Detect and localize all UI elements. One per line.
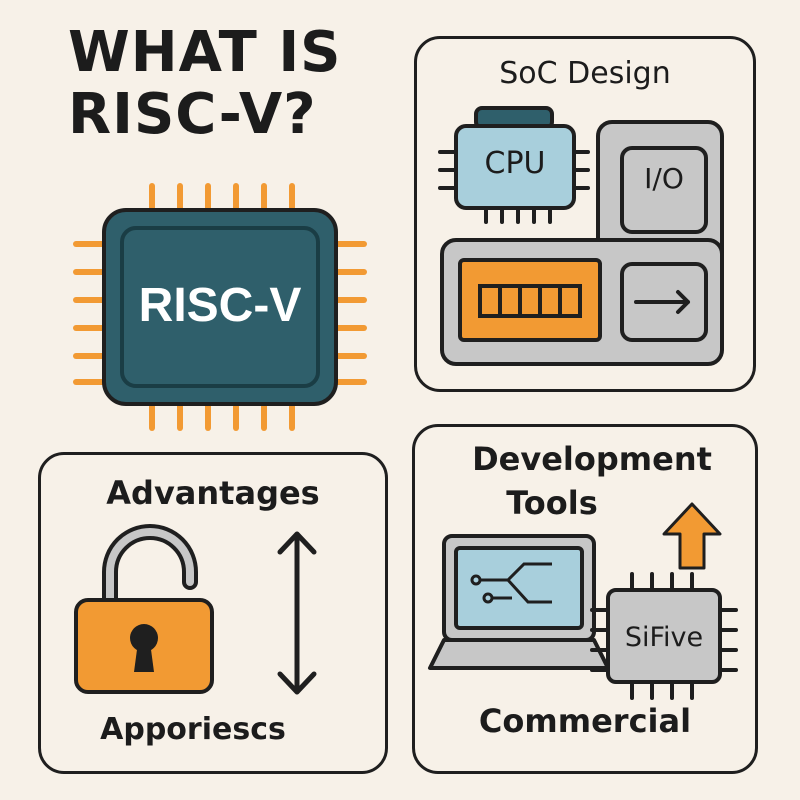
sifive-label: SiFive: [624, 622, 704, 653]
risc-v-chip-icon: [73, 183, 367, 431]
advantages-title: Advantages: [106, 474, 320, 512]
development-tools-title-line2: Tools: [506, 484, 598, 522]
soc-design-title: SoC Design: [499, 56, 671, 91]
vertical-double-arrow-icon: [277, 531, 317, 695]
development-tools-title-line1: Development: [472, 440, 712, 478]
advantages-footer: Apporiescs: [100, 712, 286, 747]
sifive-chip-icon: [590, 572, 738, 700]
io-label: I/O: [644, 162, 684, 195]
up-arrow-icon: [662, 502, 722, 570]
page-title: WHAT IS RISC-V?: [68, 20, 342, 147]
chip-label: RISC-V: [138, 279, 302, 332]
unlocked-padlock-icon: [74, 524, 214, 694]
laptop-icon: [428, 534, 610, 670]
soc-diagram: [438, 106, 724, 366]
development-tools-footer: Commercial: [478, 702, 692, 740]
cpu-label: CPU: [484, 146, 546, 181]
